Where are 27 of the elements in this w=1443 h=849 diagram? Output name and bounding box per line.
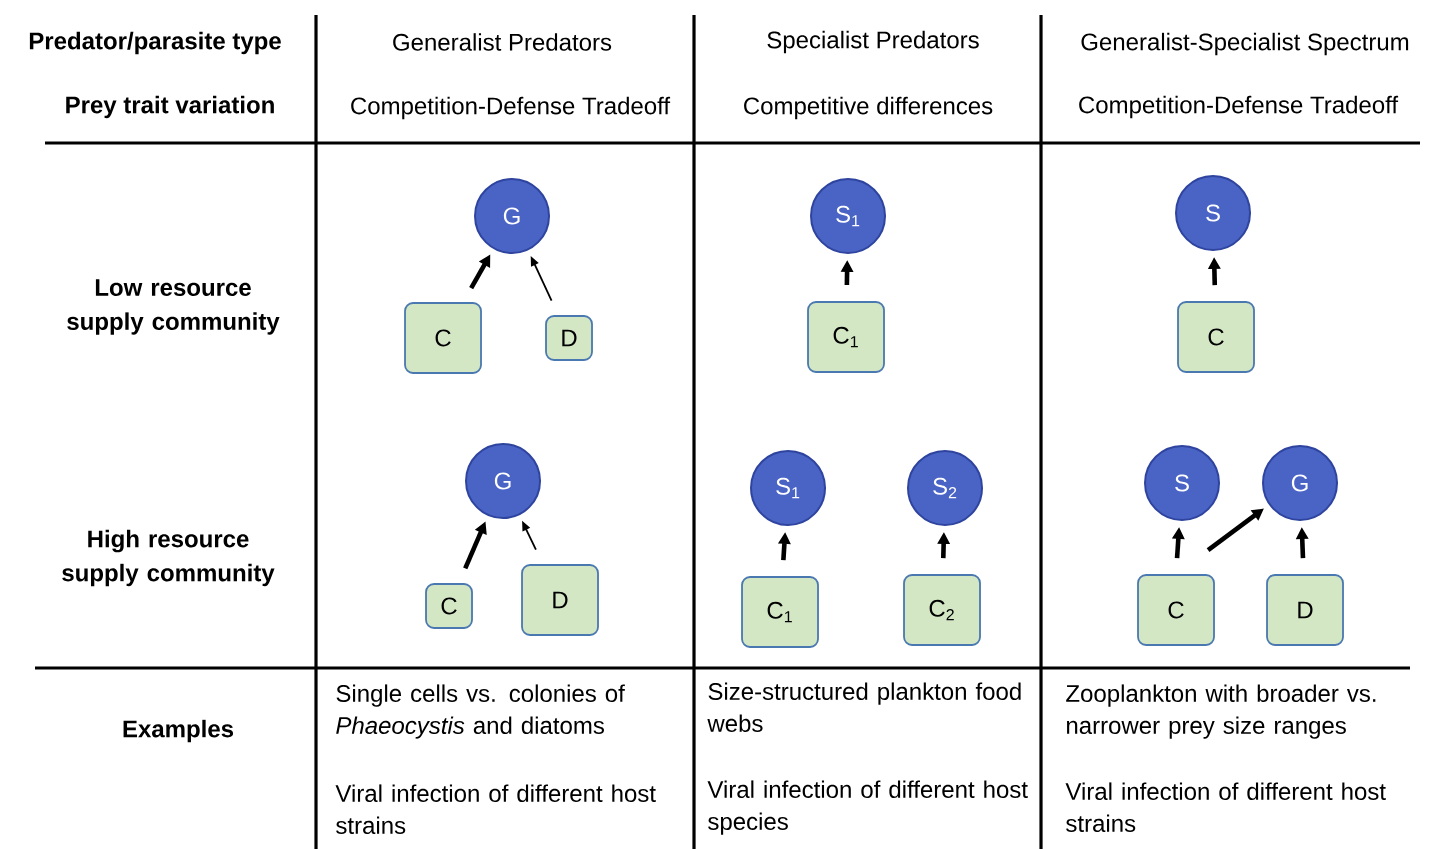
example-text: Viral infection of different host species	[707, 780, 1028, 835]
column-header: Competitive differences	[744, 96, 993, 120]
row-header: Examples	[123, 719, 234, 743]
column-header: Generalist-Specialist Spectrum	[1081, 32, 1409, 56]
prey-box: C	[404, 302, 482, 374]
row-header: Low resource supply community	[67, 279, 280, 335]
example-text: Viral infection of different host strains	[335, 784, 656, 834]
prey-box: C$_{1}$	[807, 301, 885, 373]
prey-box: D	[545, 315, 593, 361]
prey-box: C	[1177, 301, 1255, 373]
column-header: Specialist Predators	[767, 30, 979, 54]
example-text: Viral infection of different host strains	[1065, 782, 1386, 832]
prey-box: D	[521, 564, 599, 636]
column-header: Competition-Defense Tradeoff	[1079, 95, 1399, 119]
prey-box: C	[1137, 574, 1215, 646]
example-text: Zooplankton with broader vs. narrower prey size ranges	[1066, 684, 1376, 739]
prey-box: C$_{1}$	[741, 576, 819, 648]
example-text: Single cells vs. colonies of Phaeocystis and diatoms	[336, 684, 625, 739]
column-header: Generalist Predators	[393, 33, 612, 51]
row-header: Predator/parasite type	[29, 31, 281, 55]
prey-box: D	[1266, 574, 1344, 646]
prey-box: C$_{2}$	[903, 574, 981, 646]
row-header: High resource supply community	[62, 529, 275, 587]
prey-box: C	[425, 583, 473, 629]
column-header: Competition-Defense Tradeoff	[351, 96, 671, 120]
row-header: Prey trait variation	[66, 95, 274, 119]
example-text: Size-structured plankton food webs	[707, 682, 1021, 732]
